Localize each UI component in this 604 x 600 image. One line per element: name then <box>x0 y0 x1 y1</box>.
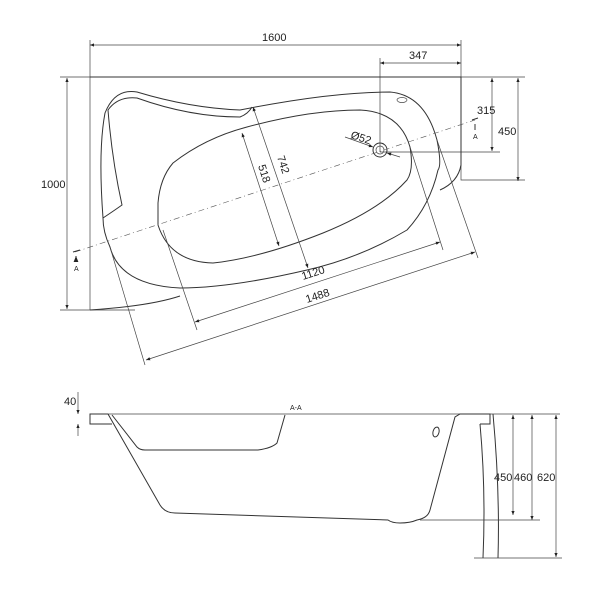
dim-label-347: 347 <box>409 50 427 62</box>
drain-icon <box>372 142 388 158</box>
dim-label-315: 315 <box>477 105 495 117</box>
dim-label-742: 742 <box>274 154 291 175</box>
dim-drain-leader <box>344 136 374 148</box>
dim-1120 <box>194 241 441 323</box>
dim-label-1000: 1000 <box>41 179 65 191</box>
section-title: A-A <box>290 405 302 412</box>
seat-section <box>111 414 286 451</box>
dim-label-1488: 1488 <box>304 287 331 306</box>
overflow-hole <box>432 426 440 438</box>
section-arrows <box>76 124 476 262</box>
tub-section-outline <box>107 413 491 524</box>
dim-label-40: 40 <box>64 396 76 408</box>
extension-lines <box>60 40 525 311</box>
dim-1488 <box>145 251 476 361</box>
bathtub-frame <box>90 76 462 191</box>
inner-basin <box>157 109 412 264</box>
section-marker-left: A <box>74 266 79 273</box>
rim-left <box>89 413 112 425</box>
section-view: A-A 40 450 460 620 <box>64 392 562 559</box>
dim-label-1600: 1600 <box>262 32 286 44</box>
section-marker-right: A <box>473 134 478 141</box>
centerline <box>74 119 476 253</box>
dim-label-450-depth: 450 <box>494 472 512 484</box>
dim-label-460: 460 <box>514 472 532 484</box>
section-cut-marks <box>72 117 479 253</box>
overflow-icon <box>396 97 408 103</box>
side-panel <box>479 413 499 559</box>
bathtub-frame-bottom <box>89 295 181 311</box>
dim-742 <box>252 106 309 269</box>
dim-518 <box>241 132 280 247</box>
dim-label-drain: Ø52 <box>349 129 372 147</box>
dim-label-450: 450 <box>498 126 516 138</box>
plan-view: A A 1600 347 1000 315 450 Ø52 518 742 11… <box>41 32 525 366</box>
backrest <box>102 97 253 219</box>
dim-label-620: 620 <box>537 472 555 484</box>
dim-drain-leader-2 <box>386 152 401 158</box>
